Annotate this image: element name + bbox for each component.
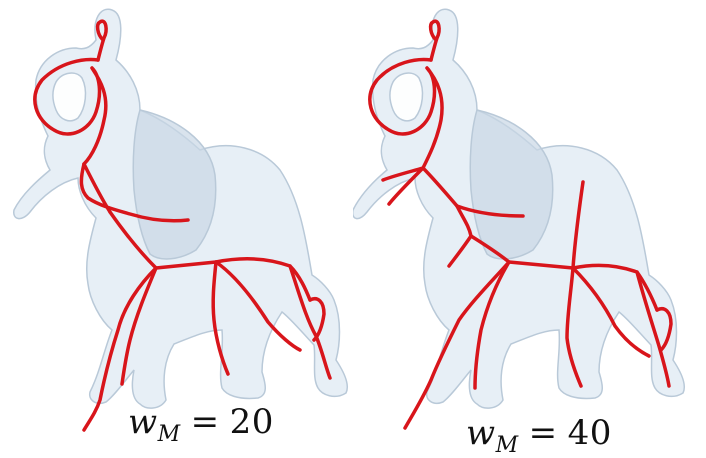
label-subscript: M [158,422,181,447]
label-value: 20 [230,402,274,442]
label-equals: = [191,402,220,442]
label-var: w [466,413,496,453]
label-var: w [128,402,158,442]
label-value: 40 [568,413,612,453]
weight-label-right: wM=40 [466,413,612,453]
elephant-mesh-right [353,0,706,455]
elephant-mesh-left [0,0,353,455]
skeleton-panel-right: wM =40 [353,0,706,455]
weight-label-left: wM=20 [128,402,274,442]
label-subscript: M [496,433,519,458]
label-equals: = [529,413,558,453]
skeleton-panel-left: wM =20 [0,0,353,455]
